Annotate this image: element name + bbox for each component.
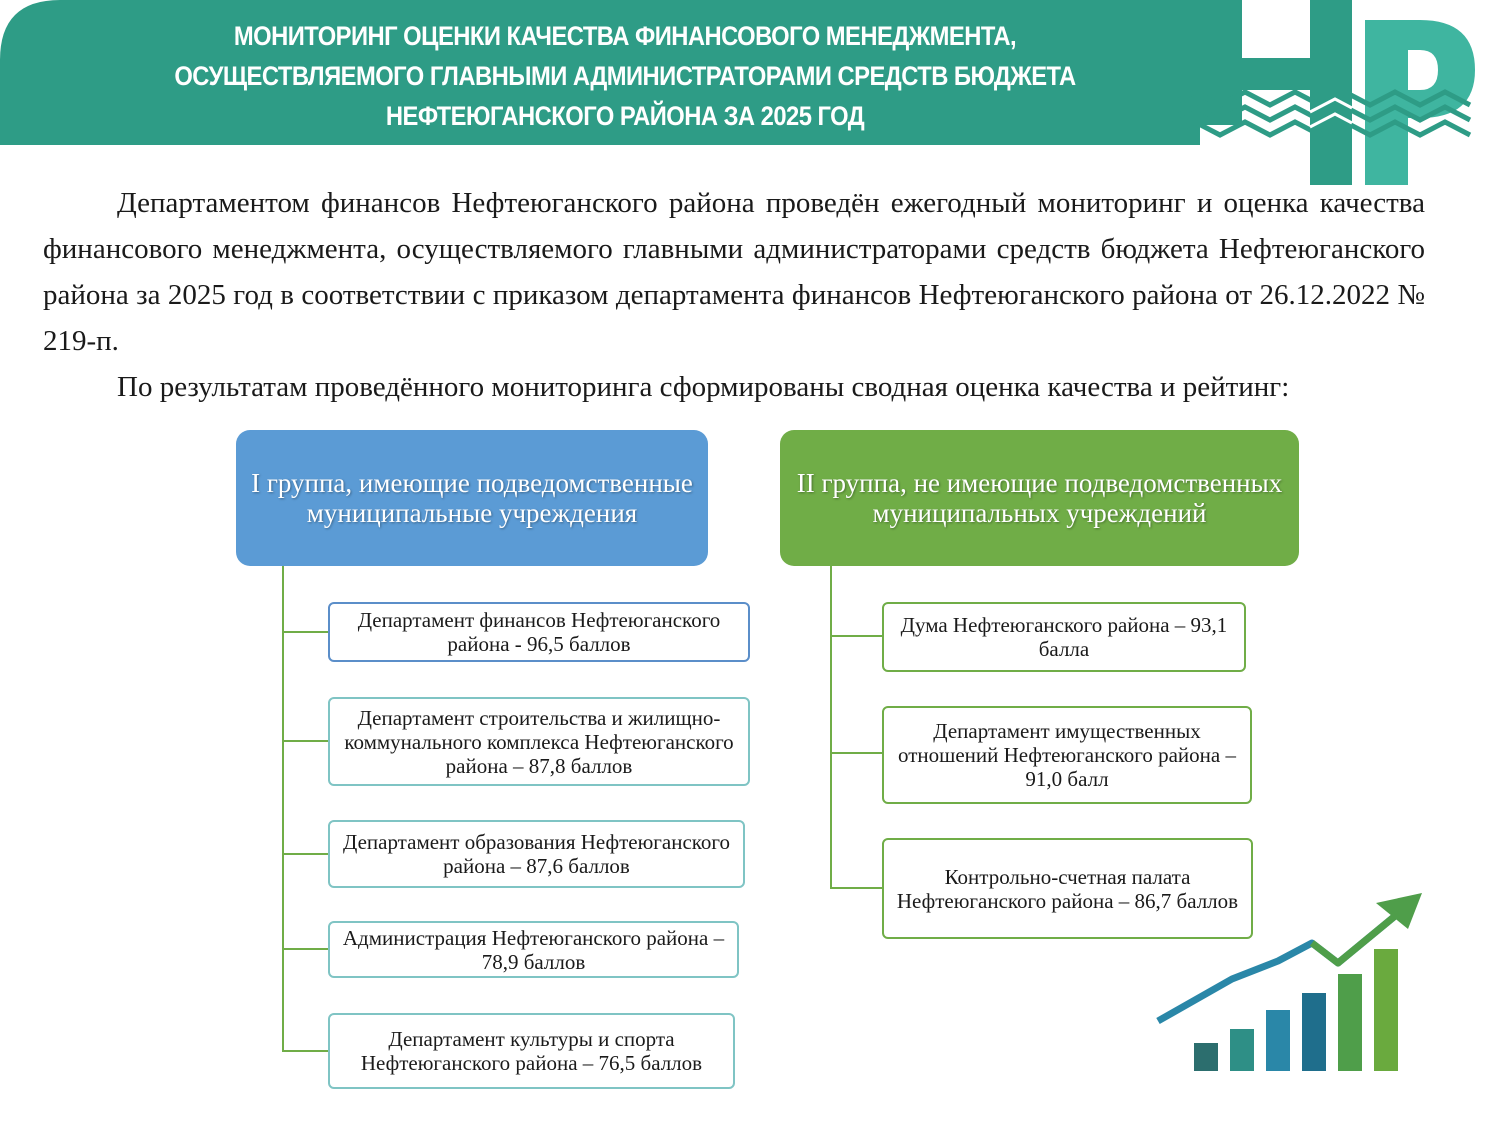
group2-item-property: Департамент имущественных отношений Нефт… (882, 706, 1252, 804)
group1-connector-trunk (282, 566, 284, 1052)
group2-item-label: Контрольно-счетная палата Нефтеюганского… (896, 864, 1239, 913)
group2-item-audit-chamber: Контрольно-счетная палата Нефтеюганского… (882, 838, 1253, 939)
results-paragraph: По результатам проведённого мониторинга … (117, 371, 1290, 403)
title-line-3: НЕФТЕЮГАНСКОГО РАЙОНА ЗА 2025 ГОД (385, 101, 865, 131)
group1-item-finance: Департамент финансов Нефтеюганского райо… (328, 602, 750, 662)
group2-item-duma: Дума Нефтеюганского района – 93,1 балла (882, 602, 1246, 672)
group1-item-label: Департамент культуры и спорта Нефтеюганс… (360, 1027, 703, 1075)
group1-connector (282, 1050, 330, 1052)
group1-item-education: Департамент образования Нефтеюганского р… (328, 820, 745, 888)
group1-item-label: Департамент строительства и жилищно-комм… (344, 705, 734, 778)
group2-title: II группа, не имеющие подведомственных м… (796, 468, 1283, 528)
group1-connector (282, 631, 330, 633)
group1-connector (282, 948, 330, 950)
page-title: МОНИТОРИНГ ОЦЕНКИ КАЧЕСТВА ФИНАНСОВОГО М… (110, 16, 1140, 136)
group1-connector (282, 740, 330, 742)
group1-connector (282, 853, 330, 855)
growth-chart-icon (1156, 893, 1422, 1071)
title-line-1: МОНИТОРИНГ ОЦЕНКИ КАЧЕСТВА ФИНАНСОВОГО М… (233, 21, 1017, 51)
np-logo-icon (1170, 0, 1500, 185)
group2-connector-trunk (830, 566, 832, 889)
group1-item-culture-sport: Департамент культуры и спорта Нефтеюганс… (328, 1013, 735, 1089)
group1-title: I группа, имеющие подведомственные муниц… (251, 468, 693, 528)
group1-item-label: Администрация Нефтеюганского района – 78… (342, 925, 725, 974)
group1-item-construction: Департамент строительства и жилищно-комм… (328, 697, 750, 786)
group2-connector (830, 752, 884, 754)
group2-item-label: Департамент имущественных отношений Нефт… (898, 719, 1236, 791)
group2-connector (830, 635, 884, 637)
group1-item-administration: Администрация Нефтеюганского района – 78… (328, 921, 739, 978)
group1-item-label: Департамент финансов Нефтеюганского райо… (357, 608, 721, 656)
header-banner: МОНИТОРИНГ ОЦЕНКИ КАЧЕСТВА ФИНАНСОВОГО М… (0, 0, 1500, 145)
title-line-2: ОСУЩЕСТВЛЯЕМОГО ГЛАВНЫМИ АДМИНИСТРАТОРАМ… (174, 61, 1076, 91)
group1-item-label: Департамент образования Нефтеюганского р… (343, 830, 730, 878)
group2-connector (830, 887, 884, 889)
group2-header: II группа, не имеющие подведомственных м… (780, 430, 1299, 566)
group1-header: I группа, имеющие подведомственные муниц… (236, 430, 708, 566)
intro-paragraph: Департаментом финансов Нефтеюганского ра… (43, 187, 1425, 357)
group2-item-label: Дума Нефтеюганского района – 93,1 балла (900, 613, 1228, 661)
